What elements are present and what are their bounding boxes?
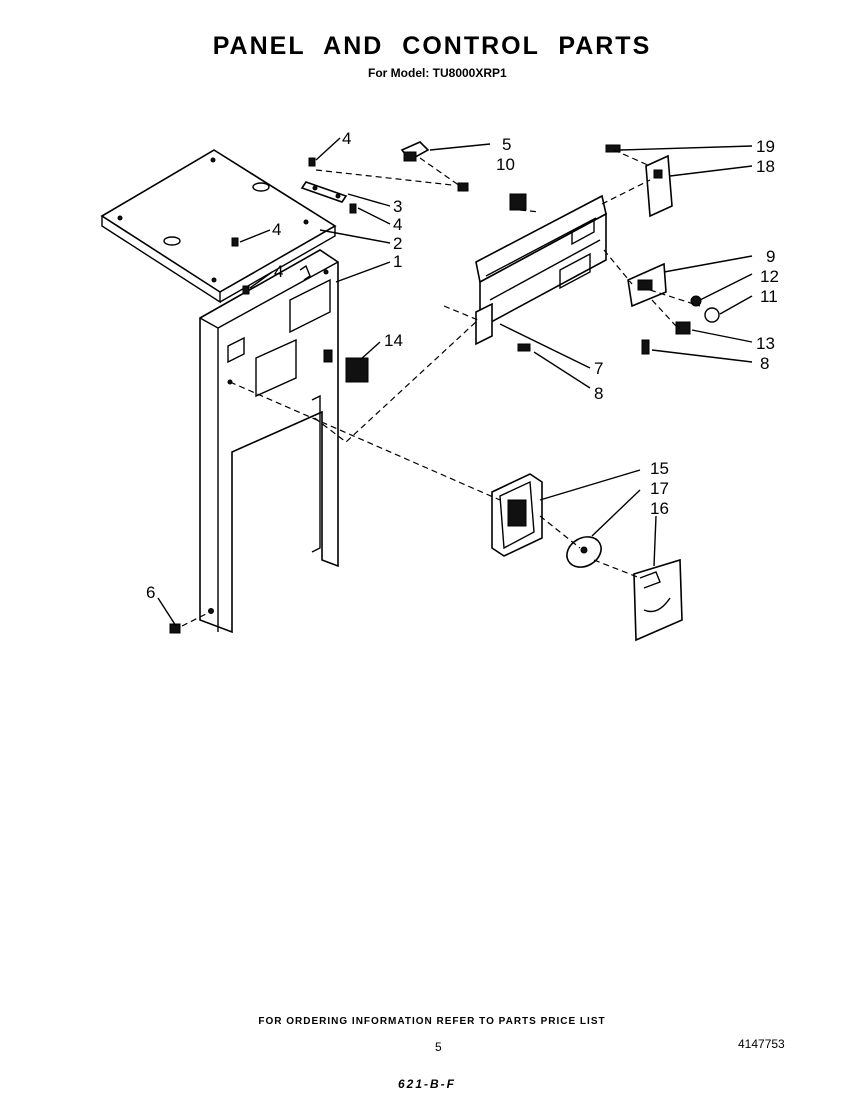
callout-5: 5 <box>502 135 511 154</box>
cover-part-16 <box>633 558 683 642</box>
callout-13: 13 <box>756 334 775 353</box>
callout-16: 16 <box>650 499 669 518</box>
handwritten-code: 621-B-F <box>398 1077 457 1091</box>
top-panel <box>100 149 337 304</box>
callout-12: 12 <box>760 267 779 286</box>
callout-numbers: 4 5 10 19 18 3 4 2 4 1 4 9 12 11 14 7 13… <box>146 129 779 602</box>
control-channel-part-7 <box>475 194 607 346</box>
callout-3: 3 <box>393 197 402 216</box>
knob-part-17 <box>566 536 602 568</box>
leader-lines <box>157 137 753 627</box>
main-frame <box>199 249 339 634</box>
page-title: PANEL AND CONTROL PARTS <box>212 32 652 60</box>
callout-8-mid: 8 <box>594 384 603 403</box>
screw-parts-4 <box>231 157 357 295</box>
callout-6: 6 <box>146 583 155 602</box>
callout-4-mid: 4 <box>393 215 402 234</box>
callout-15: 15 <box>650 459 669 478</box>
switch-part-14 <box>323 349 369 383</box>
callout-4-left: 4 <box>272 220 281 239</box>
callout-1: 1 <box>393 252 402 271</box>
model-subtitle: For Model: TU8000XRP1 <box>368 66 507 80</box>
callout-4-lower: 4 <box>274 262 283 281</box>
bracket-part-3 <box>300 181 348 203</box>
callout-14: 14 <box>384 331 403 350</box>
connector-part-5 <box>400 141 469 192</box>
callout-9: 9 <box>766 247 775 266</box>
small-parts-right <box>509 144 720 355</box>
callout-8-right: 8 <box>760 354 769 373</box>
callout-18: 18 <box>756 157 775 176</box>
callout-2: 2 <box>393 234 402 253</box>
housing-part-15 <box>491 473 543 557</box>
assembly-dashed-lines <box>181 149 701 627</box>
page-number: 5 <box>435 1040 442 1054</box>
callout-11: 11 <box>760 287 778 306</box>
part-number: 4147753 <box>738 1037 785 1051</box>
callout-7: 7 <box>594 359 603 378</box>
callout-19: 19 <box>756 137 775 156</box>
ordering-note: FOR ORDERING INFORMATION REFER TO PARTS … <box>258 1016 606 1027</box>
callout-4-top: 4 <box>342 129 351 148</box>
callout-10: 10 <box>496 155 515 174</box>
callout-17: 17 <box>650 479 669 498</box>
